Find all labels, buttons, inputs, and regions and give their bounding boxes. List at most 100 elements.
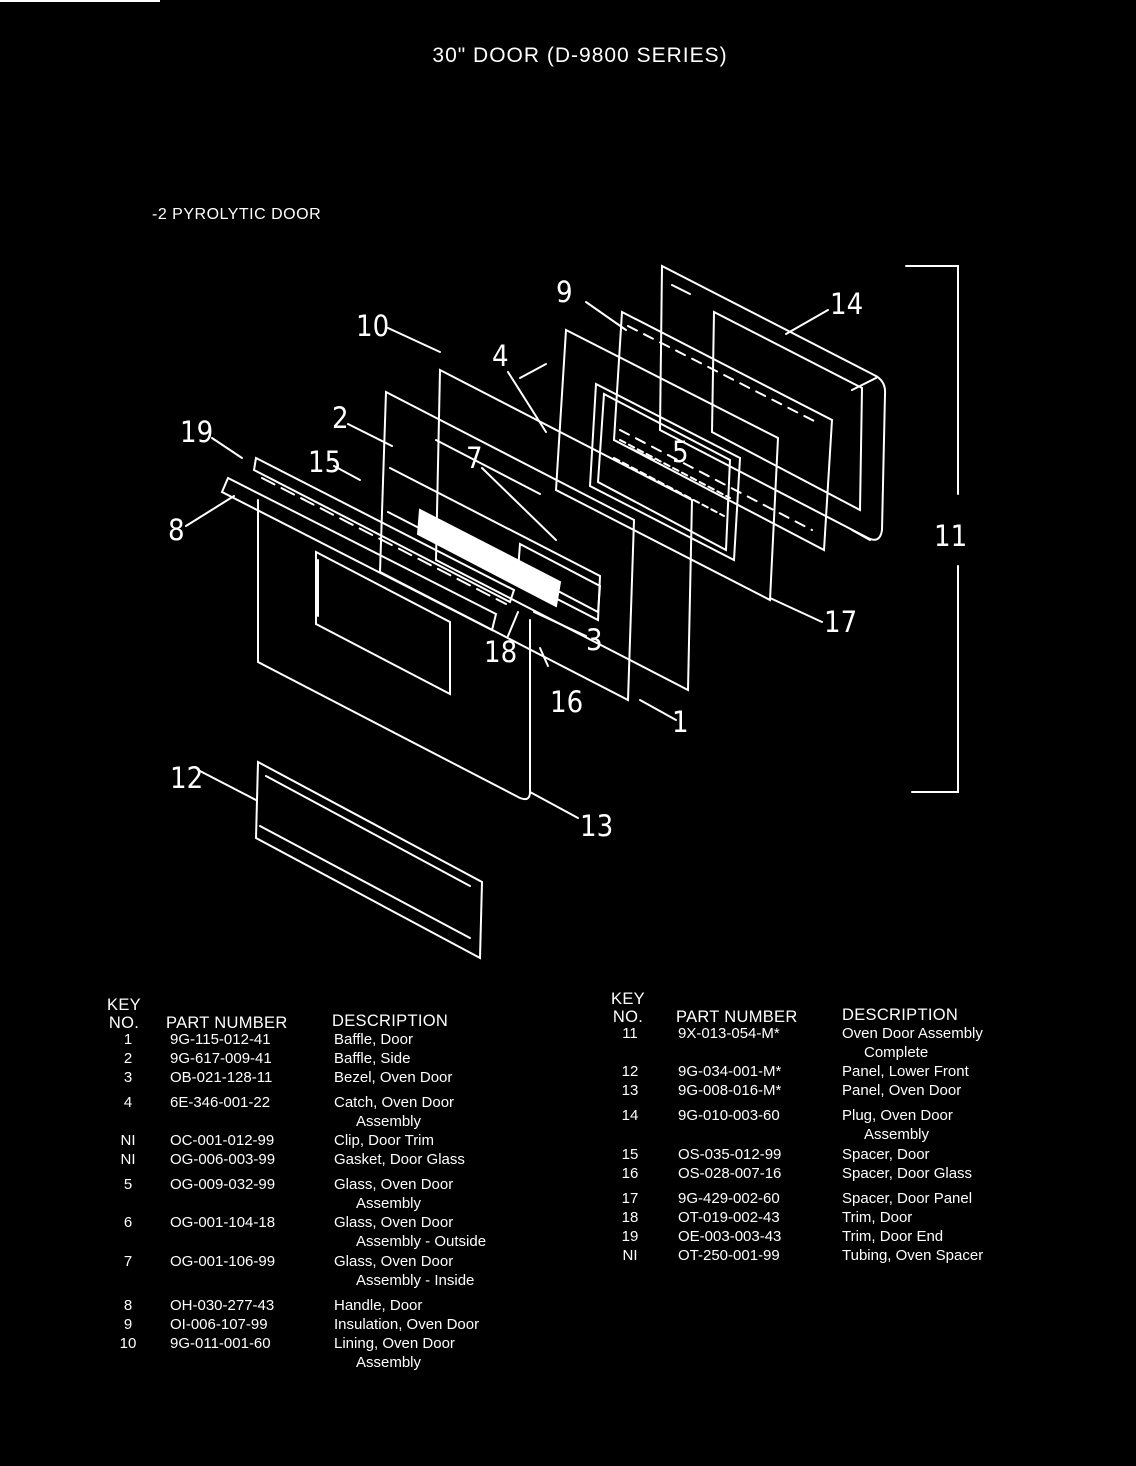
key-no: 13 (621, 1082, 639, 1099)
part-5-glass-assembly (554, 328, 780, 602)
part-description: Clip, Door Trim (334, 1131, 434, 1150)
part-number: 6E-346-001-22 (170, 1094, 271, 1111)
part-number: 9G-010-003-60 (678, 1107, 780, 1124)
description-line-1: Spacer, Door Glass (842, 1165, 973, 1182)
key-no: 3 (123, 1069, 133, 1086)
part-number: OT-250-001-99 (678, 1247, 780, 1264)
callout-15: 15 (308, 445, 341, 479)
description-line-2: Assembly (356, 1195, 422, 1213)
callout-4: 4 (492, 339, 509, 373)
description-line-1: Oven Door Assembly (842, 1025, 983, 1042)
key-no: 8 (123, 1297, 133, 1314)
page-title: 30" DOOR (D-9800 SERIES) (432, 44, 728, 67)
description-line-1: Insulation, Oven Door (334, 1316, 480, 1333)
callout-3: 3 (586, 623, 603, 657)
key-no: 4 (123, 1094, 133, 1111)
part-8-handle (220, 456, 516, 632)
callout-5: 5 (672, 435, 689, 469)
key-no: 9 (123, 1316, 133, 1333)
key-no: 11 (622, 1025, 638, 1042)
part-number: OG-001-104-18 (170, 1214, 276, 1231)
part-number: 9G-115-012-41 (170, 1031, 271, 1048)
callout-18: 18 (484, 635, 517, 669)
description-line-2: Assembly - Outside (356, 1233, 487, 1251)
key-header: KEY (611, 990, 645, 1008)
part-description: Baffle, Side (334, 1049, 410, 1068)
key-no: 1 (123, 1031, 133, 1048)
key-no: 12 (621, 1063, 639, 1080)
assembly-bracket (905, 265, 959, 793)
description-line-1: Lining, Oven Door (334, 1335, 455, 1352)
key-no: NI (120, 1132, 136, 1149)
part-number-header: PART NUMBER (676, 1008, 798, 1026)
part-number: 9G-429-002-60 (678, 1190, 780, 1207)
description-line-1: Spacer, Door (842, 1146, 930, 1163)
description-line-2: Assembly (356, 1113, 422, 1131)
callout-7: 7 (466, 441, 483, 475)
description-header: DESCRIPTION (842, 1006, 959, 1024)
part-number: OS-035-012-99 (678, 1146, 782, 1163)
key-no: 2 (123, 1050, 133, 1067)
description-line-2: Assembly (356, 1354, 422, 1372)
part-description: Spacer, Door (842, 1145, 930, 1164)
key-no: NI (120, 1151, 136, 1168)
part-9-insulation (612, 310, 834, 552)
key-no: 10 (119, 1335, 137, 1352)
part-description: Baffle, Door (334, 1030, 413, 1049)
description-line-1: Panel, Lower Front (842, 1063, 969, 1080)
callout-13: 13 (580, 809, 613, 843)
part-description: Handle, Door (334, 1296, 422, 1315)
part-number: 9X-013-054-M* (678, 1025, 780, 1042)
callout-10: 10 (356, 309, 389, 343)
part-description: Spacer, Door Panel (842, 1189, 972, 1208)
part-number: OG-009-032-99 (170, 1176, 276, 1193)
description-line-1: Gasket, Door Glass (334, 1151, 465, 1168)
key-no: 6 (123, 1214, 133, 1231)
key-no: 16 (621, 1165, 639, 1182)
description-line-1: Glass, Oven Door (334, 1176, 454, 1193)
part-12-lower-panel (254, 760, 484, 960)
key-no: 5 (123, 1176, 133, 1193)
part-description: Panel, Lower Front (842, 1062, 969, 1081)
part-description: Tubing, Oven Spacer (842, 1246, 983, 1265)
description-line-1: Catch, Oven Door (334, 1094, 455, 1111)
key-no: 7 (123, 1253, 133, 1270)
description-line-1: Panel, Oven Door (842, 1082, 962, 1099)
callout-2: 2 (332, 401, 349, 435)
part-number: OB-021-128-11 (170, 1069, 273, 1086)
callout-19: 19 (180, 415, 213, 449)
part-number: OT-019-002-43 (678, 1209, 780, 1226)
callout-numbers: 9 14 10 4 19 2 15 7 5 8 11 17 18 3 16 1 … (168, 275, 967, 843)
page-subtitle: -2 PYROLYTIC DOOR (152, 206, 322, 223)
part-number: OE-003-003-43 (678, 1228, 782, 1245)
callout-17: 17 (824, 605, 857, 639)
key-no: 15 (621, 1146, 639, 1163)
part-number: 9G-008-016-M* (678, 1082, 782, 1099)
part-description: Trim, Door (842, 1208, 912, 1227)
part-number: 9G-034-001-M* (678, 1063, 782, 1080)
key-no: 14 (621, 1107, 639, 1124)
top-rule (0, 0, 160, 2)
description-line-2: Complete (864, 1044, 929, 1062)
callout-14: 14 (830, 287, 863, 321)
description-line-1: Trim, Door End (842, 1228, 944, 1245)
callout-12: 12 (170, 761, 203, 795)
no-header: NO. (612, 1008, 644, 1026)
description-line-1: Baffle, Side (334, 1050, 411, 1067)
part-description: Bezel, Oven Door (334, 1068, 452, 1087)
part-number: OG-001-106-99 (170, 1253, 276, 1270)
part-description: Gasket, Door Glass (334, 1150, 465, 1169)
key-no: 18 (621, 1209, 639, 1226)
description-line-1: Clip, Door Trim (334, 1132, 435, 1149)
key-no: 17 (621, 1190, 639, 1207)
callout-11: 11 (934, 519, 967, 553)
description-line-2: Assembly - Inside (356, 1272, 475, 1290)
callout-8: 8 (168, 513, 185, 547)
part-number-header: PART NUMBER (166, 1014, 288, 1032)
description-line-1: Handle, Door (334, 1297, 423, 1314)
part-number: OG-006-003-99 (170, 1151, 276, 1168)
